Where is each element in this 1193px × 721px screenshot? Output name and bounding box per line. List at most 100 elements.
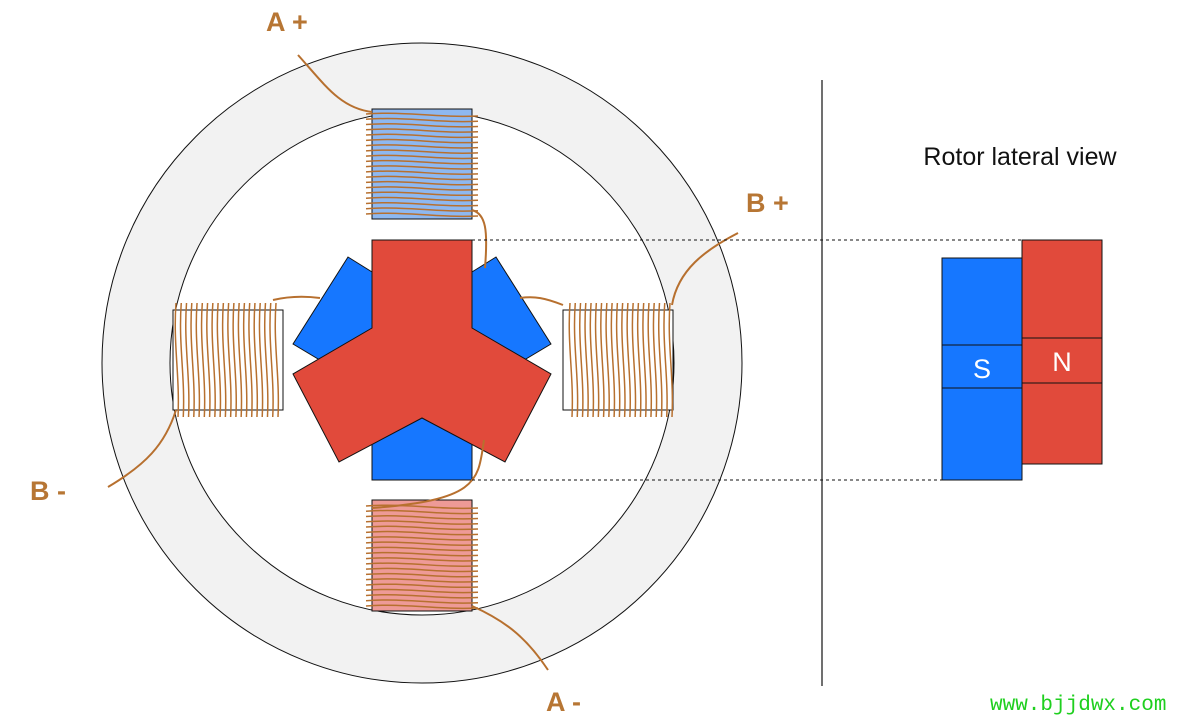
winding-turn (365, 159, 479, 165)
wire-a-plus-lead (297, 54, 373, 113)
winding-turn (365, 138, 479, 144)
winding-turn (365, 165, 479, 170)
winding-turn (216, 302, 222, 418)
winding-turn (615, 302, 621, 418)
lateral-south-block (941, 257, 1023, 481)
winding-turn (185, 302, 190, 418)
winding-turn (365, 520, 479, 525)
winding-turn (668, 302, 674, 418)
winding-turn (365, 572, 479, 578)
winding-turn (365, 186, 479, 191)
winding-turn (365, 578, 479, 583)
winding-turn (365, 536, 479, 541)
wire-b-plus-lead (671, 232, 739, 306)
coil-b-minus-winding (174, 302, 280, 418)
winding-turn (365, 112, 479, 118)
winding-turn (200, 302, 206, 418)
winding-turn (365, 588, 479, 594)
winding-turn (365, 175, 479, 181)
winding-turn (365, 525, 479, 531)
winding-turn (365, 149, 479, 154)
wire-top-to-rotor (471, 209, 488, 269)
lateral-north-block (1021, 239, 1103, 465)
winding-turn (258, 302, 264, 418)
rotor-north-layer (292, 239, 552, 463)
winding-turn (174, 302, 180, 418)
winding-turn (365, 562, 479, 567)
wire-a-minus-lead (471, 605, 549, 671)
winding-turn (365, 123, 479, 128)
winding-turn (584, 302, 589, 418)
winding-turn (621, 302, 626, 418)
wire-left-to-rotor (272, 295, 321, 301)
stator-ring (101, 42, 743, 684)
winding-turn (269, 302, 274, 418)
winding-turn (365, 530, 479, 536)
winding-turn (365, 180, 479, 186)
wire-right-to-rotor (519, 296, 564, 306)
winding-turn (365, 212, 479, 218)
winding-turn (365, 583, 479, 589)
winding-turn (636, 302, 642, 418)
coil-a-plus-winding (365, 112, 479, 218)
wires (107, 54, 739, 671)
winding-turn (274, 302, 280, 418)
winding-turn (579, 302, 584, 418)
coil-b-plus-winding (568, 302, 674, 418)
winding-turn (365, 515, 479, 520)
winding-turn (365, 201, 479, 207)
winding-turn (365, 133, 479, 139)
winding-turn (206, 302, 211, 418)
winding-turn (242, 302, 248, 418)
wire-b-minus-lead (107, 409, 177, 488)
winding-turn (657, 302, 663, 418)
winding-turn (594, 302, 600, 418)
winding-turn (365, 593, 479, 599)
winding-turn (365, 567, 479, 573)
winding-turn (365, 117, 479, 123)
winding-turn (365, 128, 479, 133)
winding-turn (626, 302, 631, 418)
winding-turn (365, 541, 479, 546)
winding-turn (227, 302, 232, 418)
winding-turn (568, 302, 574, 418)
winding-turn (190, 302, 195, 418)
rotor-lateral-view (941, 239, 1103, 481)
winding-turn (365, 170, 479, 175)
winding-turn (610, 302, 616, 418)
winding-turn (573, 302, 579, 418)
winding-turn (195, 302, 201, 418)
winding-turn (365, 546, 479, 552)
winding-turn (663, 302, 668, 418)
winding-turn (631, 302, 637, 418)
winding-turn (605, 302, 610, 418)
winding-turn (589, 302, 595, 418)
winding-turn (365, 196, 479, 202)
winding-turn (221, 302, 227, 418)
winding-turn (365, 604, 479, 610)
winding-turn (652, 302, 658, 418)
winding-turn (600, 302, 605, 418)
winding-turn (232, 302, 237, 418)
coil-a-minus-winding (365, 504, 479, 610)
winding-turn (365, 144, 479, 149)
winding-turn (642, 302, 647, 418)
projection-lines (472, 239, 1022, 481)
label-a-plus: A + (266, 7, 308, 37)
south-pole-label: S (973, 354, 991, 384)
winding-turn (365, 191, 479, 197)
winding-turn (365, 551, 479, 557)
label-b-plus: B + (746, 188, 789, 218)
winding-turn (237, 302, 243, 418)
north-pole-label: N (1052, 347, 1072, 377)
lateral-view-title: Rotor lateral view (923, 143, 1117, 171)
winding-turn (365, 207, 479, 212)
winding-turn (211, 302, 216, 418)
label-a-minus: A - (546, 687, 581, 717)
winding-turn (365, 557, 479, 562)
winding-turn (365, 504, 479, 510)
winding-turn (365, 509, 479, 515)
winding-turn (365, 599, 479, 604)
winding-turn (179, 302, 185, 418)
